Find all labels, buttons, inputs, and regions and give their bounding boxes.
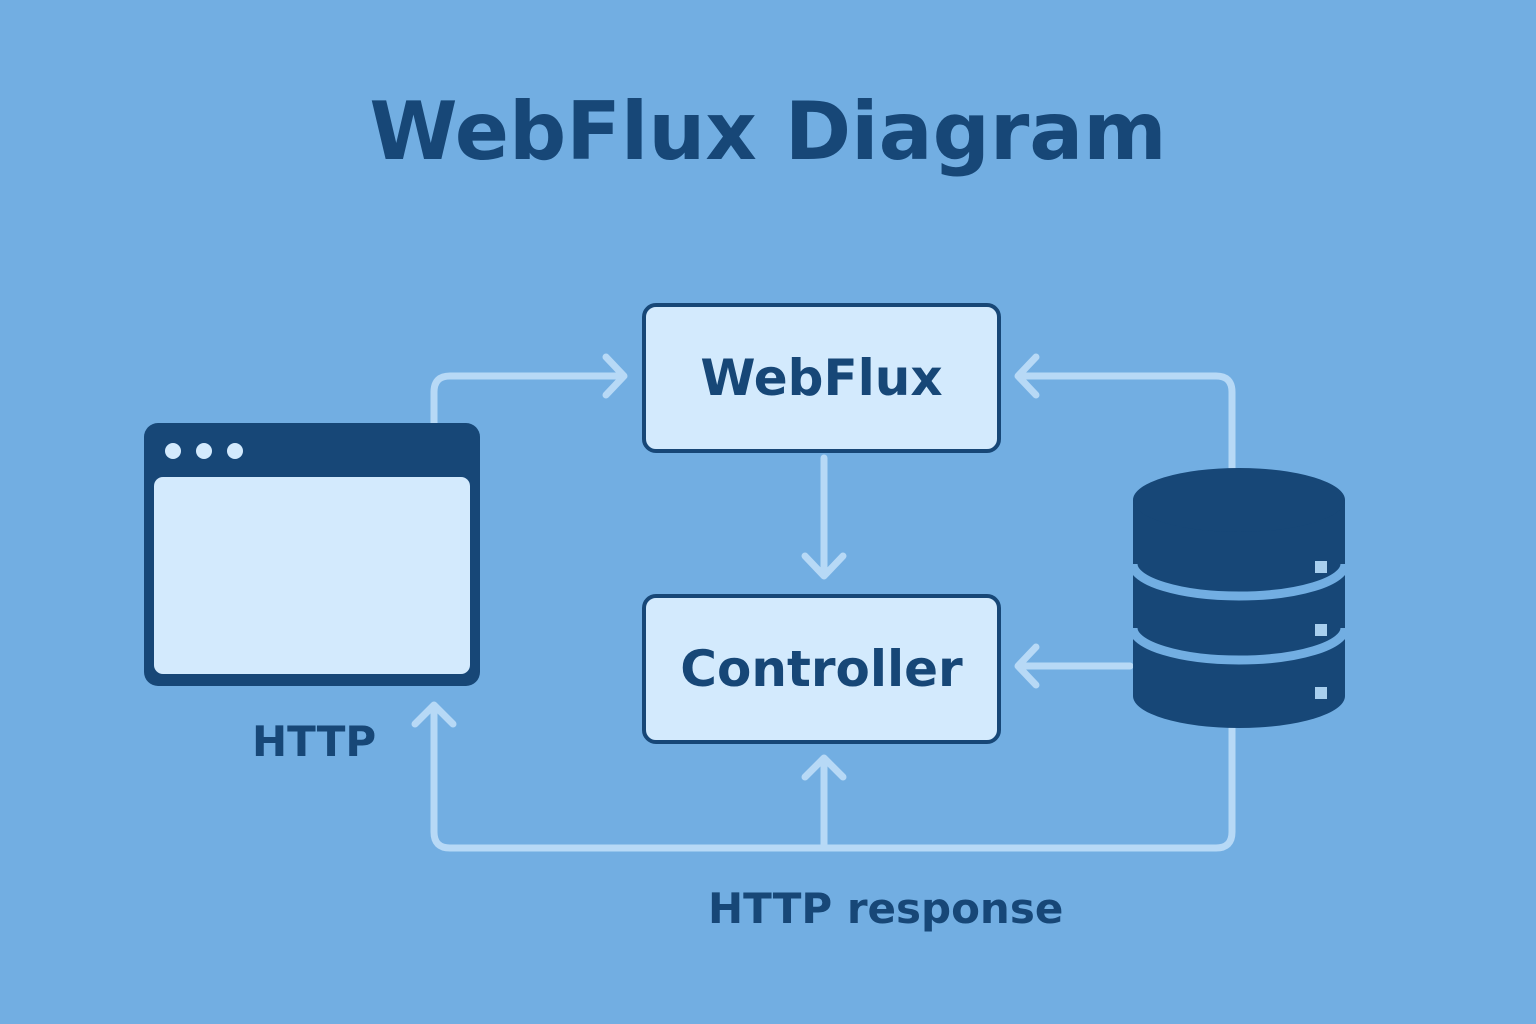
arrow-database-to-webflux — [1016, 372, 1236, 472]
controller-node: Controller — [642, 594, 1001, 744]
arrowhead-webflux-left — [602, 353, 628, 399]
arrow-response-loop — [430, 704, 1236, 852]
arrowhead-http-up — [411, 701, 457, 728]
page-title: WebFlux Diagram — [369, 85, 1167, 178]
arrow-browser-to-webflux — [430, 372, 626, 428]
arrowhead-controller-top — [801, 552, 847, 580]
http-response-label: HTTP response — [708, 884, 1064, 933]
arrowhead-controller-bottom — [801, 754, 847, 781]
browser-window-icon — [144, 423, 480, 686]
arrowhead-webflux-right — [1014, 353, 1040, 399]
webflux-node: WebFlux — [642, 303, 1001, 453]
database-icon — [1128, 468, 1350, 728]
http-label: HTTP — [252, 717, 377, 766]
arrowhead-controller-right — [1014, 643, 1040, 689]
